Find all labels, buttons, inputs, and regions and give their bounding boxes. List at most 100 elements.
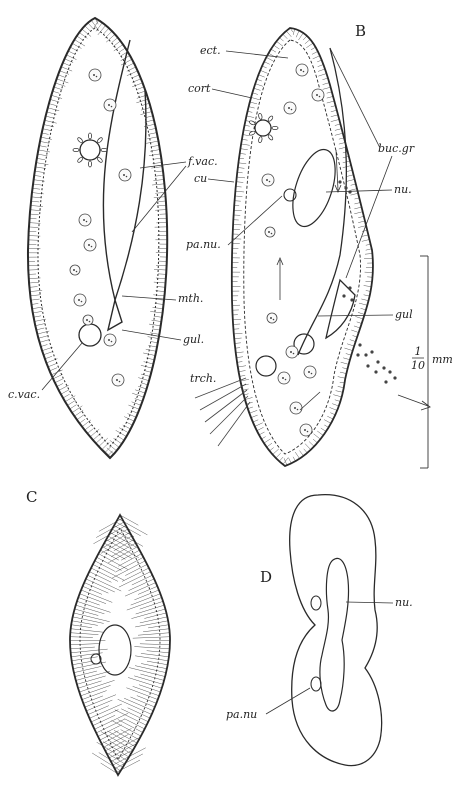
cilium	[140, 617, 168, 623]
cilium	[257, 427, 264, 430]
cilium	[255, 423, 263, 427]
cilium	[236, 186, 242, 187]
cilium	[298, 33, 303, 40]
cilium	[146, 116, 153, 118]
cilium	[31, 205, 43, 206]
cilium	[362, 239, 370, 241]
vacuole-ray	[258, 136, 262, 143]
cilium	[67, 400, 75, 405]
cilium	[354, 202, 360, 203]
cilium	[48, 108, 59, 111]
cilium	[153, 307, 164, 308]
cilium	[235, 196, 242, 197]
contractile-vacuole-posterior-a	[79, 324, 101, 346]
cilium	[57, 79, 69, 83]
cilium	[112, 529, 143, 546]
cilium	[140, 674, 164, 680]
cilium	[240, 375, 246, 376]
cilium	[305, 39, 310, 44]
cilium	[354, 212, 362, 214]
cilium	[128, 414, 137, 418]
cilium	[255, 84, 263, 87]
contractile-vacuole-posterior-b	[256, 356, 276, 376]
cilium	[140, 601, 163, 609]
cilium	[338, 387, 344, 388]
cilium	[246, 116, 254, 118]
cilium	[359, 303, 367, 305]
cilium	[61, 67, 72, 71]
cilium	[119, 428, 128, 433]
cilium	[128, 708, 150, 718]
cilium	[71, 629, 104, 633]
cilium	[37, 158, 45, 159]
cilium	[137, 696, 157, 704]
cilium	[286, 31, 291, 37]
cilium	[31, 197, 41, 198]
panel-letter-c: C	[26, 488, 37, 506]
cilium	[250, 102, 257, 104]
cilium	[108, 536, 129, 548]
cilium	[88, 23, 94, 30]
scale-unit: mm	[432, 353, 453, 366]
cilium	[158, 287, 166, 288]
cilium	[132, 75, 139, 78]
cilium	[318, 74, 326, 77]
cilium	[70, 405, 77, 409]
cilium	[31, 201, 39, 202]
cilium	[240, 153, 246, 154]
cilium	[32, 307, 43, 309]
cilium	[41, 345, 48, 347]
cilium	[154, 282, 166, 283]
cilium	[77, 36, 84, 41]
cilium	[347, 175, 354, 177]
cilium	[340, 372, 346, 373]
cilium	[121, 59, 132, 65]
cilium	[299, 451, 303, 456]
cilium	[72, 661, 93, 665]
cilium	[78, 681, 101, 688]
cilium	[34, 175, 41, 176]
cilium	[274, 45, 280, 49]
macronucleus-c	[99, 625, 131, 675]
cilium	[135, 656, 168, 661]
cilium	[83, 696, 103, 704]
cilium	[31, 299, 40, 300]
cilium	[132, 575, 153, 585]
contractile-vacuole-anterior-a	[73, 133, 107, 167]
cilium	[134, 647, 169, 649]
cilium	[283, 458, 288, 465]
cilium	[42, 133, 49, 134]
cilium	[313, 56, 320, 59]
figure-d: D nu. pa.nu	[226, 495, 413, 766]
gullet-a	[108, 300, 122, 330]
cilium	[366, 249, 372, 250]
cilium	[152, 184, 164, 185]
cilium	[293, 29, 294, 35]
cilium	[119, 572, 151, 588]
cilium	[114, 44, 123, 50]
cilium	[38, 154, 48, 156]
label-ect-b: ect.	[200, 44, 221, 57]
cilium	[74, 410, 83, 416]
cilium	[127, 63, 134, 67]
cilium	[335, 133, 343, 135]
cilium	[80, 594, 106, 604]
leader-lines-d	[266, 602, 393, 714]
cilium	[365, 253, 372, 254]
cilium	[126, 422, 132, 425]
cilium	[29, 282, 39, 283]
cilium	[235, 343, 241, 344]
cilium	[138, 633, 170, 635]
cilium	[72, 657, 98, 661]
vacuole-ray	[77, 137, 84, 144]
cilium	[362, 235, 368, 237]
cilium	[29, 223, 40, 224]
cilium	[147, 137, 157, 139]
cilium	[79, 419, 85, 423]
cilium	[61, 390, 69, 395]
label-f-vac-a: f.vac.	[187, 155, 218, 168]
cilium	[364, 295, 370, 296]
panel-letter-d: D	[260, 568, 272, 586]
cilium	[157, 299, 164, 300]
cilium	[75, 609, 99, 616]
